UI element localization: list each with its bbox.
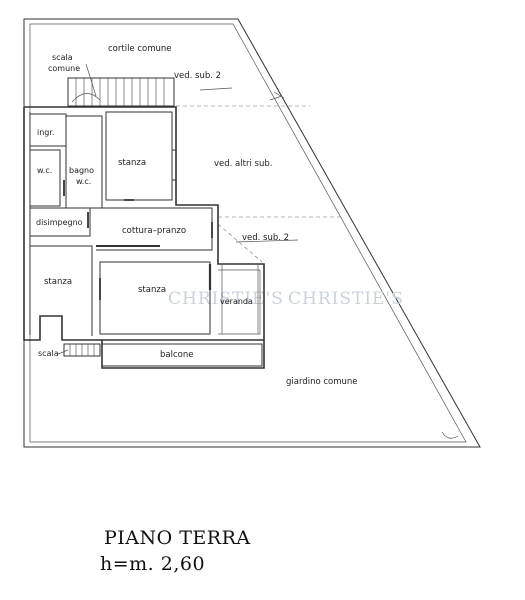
label-bagno-wc: w.c. xyxy=(76,177,91,186)
label-scala-bottom: scala xyxy=(38,349,59,358)
label-stanza-top: stanza xyxy=(118,158,146,168)
label-ved-sub-2-mid: ved. sub. 2 xyxy=(242,233,289,243)
label-balcone: balcone xyxy=(160,350,193,360)
label-veranda: veranda xyxy=(220,297,253,306)
stairs-bottom xyxy=(57,343,101,357)
label-stanza-left: stanza xyxy=(44,277,72,287)
label-comune-top: comune xyxy=(48,64,80,73)
label-bagno: bagno xyxy=(69,166,94,175)
label-disimpegno: disimpegno xyxy=(36,218,83,227)
label-ved-altri-sub: ved. altri sub. xyxy=(214,159,272,169)
label-scala-top: scala xyxy=(52,53,73,62)
label-ingresso: ingr. xyxy=(37,128,54,137)
label-cortile-comune: cortile comune xyxy=(108,44,172,54)
label-wc: w.c. xyxy=(37,166,52,175)
label-ved-sub-2-top: ved. sub. 2 xyxy=(174,71,221,81)
label-cottura-pranzo: cottura–pranzo xyxy=(122,226,186,236)
label-giardino-comune: giardino comune xyxy=(286,377,358,387)
watermark: CHRISTIE'S xyxy=(168,289,284,309)
watermark-right: CHRISTIE'S xyxy=(288,289,404,309)
building xyxy=(23,106,265,369)
reference-lines xyxy=(176,87,340,263)
label-stanza-mid: stanza xyxy=(138,285,166,295)
plan-title: PIANO TERRA xyxy=(104,527,251,549)
stairs-top xyxy=(67,63,175,107)
plan-height: h=m. 2,60 xyxy=(100,553,205,575)
